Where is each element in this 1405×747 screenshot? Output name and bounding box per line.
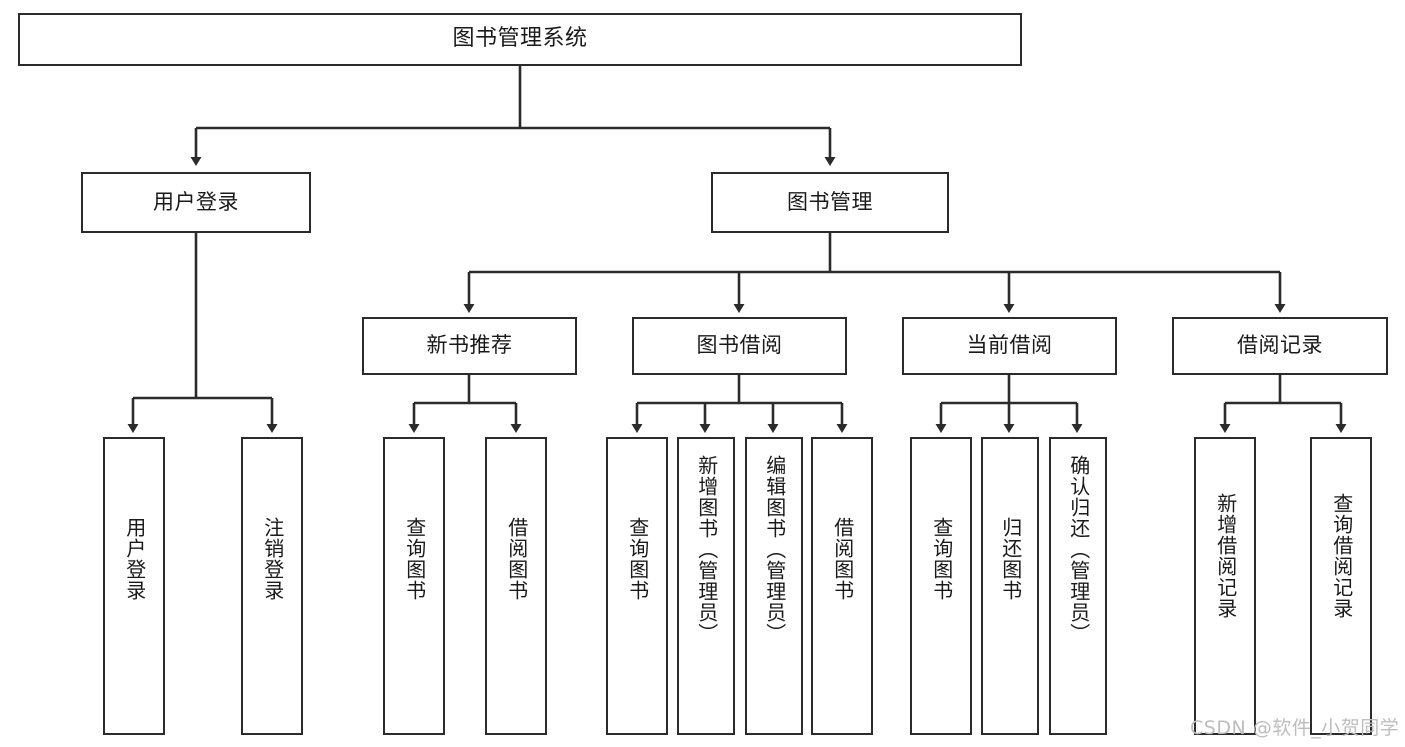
leaf-query-borrow-record[interactable]: 查询借阅记录 bbox=[1310, 437, 1372, 735]
node-borrowing-records-label: 借阅记录 bbox=[1237, 333, 1323, 358]
leaf-logout-label: 注销登录 bbox=[260, 517, 285, 601]
leaf-add-book-admin-label: 新增图书（管理员） bbox=[694, 455, 719, 644]
node-new-book-recommendation[interactable]: 新书推荐 bbox=[362, 317, 577, 375]
node-book-borrowing[interactable]: 图书借阅 bbox=[632, 317, 847, 375]
leaf-return-books[interactable]: 归还图书 bbox=[981, 437, 1039, 735]
node-book-management-label: 图书管理 bbox=[787, 189, 873, 214]
leaf-add-borrow-record-label: 新增借阅记录 bbox=[1213, 493, 1238, 619]
leaf-user-login[interactable]: 用户登录 bbox=[103, 437, 165, 735]
leaf-query-books-borrow[interactable]: 查询图书 bbox=[606, 437, 668, 735]
node-current-borrowing-label: 当前借阅 bbox=[966, 333, 1053, 358]
leaf-logout[interactable]: 注销登录 bbox=[241, 437, 303, 735]
leaf-borrow-books-borrow-label: 借阅图书 bbox=[830, 517, 855, 601]
node-book-management[interactable]: 图书管理 bbox=[711, 172, 949, 233]
node-current-borrowing[interactable]: 当前借阅 bbox=[902, 317, 1117, 375]
node-new-book-recommendation-label: 新书推荐 bbox=[426, 333, 513, 358]
leaf-query-books-current[interactable]: 查询图书 bbox=[910, 437, 972, 735]
leaf-borrow-books-newbooks-label: 借阅图书 bbox=[504, 517, 529, 601]
leaf-query-books-newbooks-label: 查询图书 bbox=[402, 517, 427, 601]
node-user-login[interactable]: 用户登录 bbox=[81, 172, 311, 233]
node-root[interactable]: 图书管理系统 bbox=[18, 13, 1022, 66]
leaf-return-books-label: 归还图书 bbox=[998, 517, 1023, 601]
leaf-confirm-return-admin-label: 确认归还（管理员） bbox=[1066, 455, 1091, 644]
node-borrowing-records[interactable]: 借阅记录 bbox=[1172, 317, 1388, 375]
leaf-user-login-label: 用户登录 bbox=[122, 517, 147, 601]
leaf-confirm-return-admin[interactable]: 确认归还（管理员） bbox=[1049, 437, 1107, 735]
node-user-login-label: 用户登录 bbox=[153, 189, 239, 214]
leaf-add-book-admin[interactable]: 新增图书（管理员） bbox=[677, 437, 735, 735]
leaf-borrow-books-borrow[interactable]: 借阅图书 bbox=[811, 437, 873, 735]
leaf-edit-book-admin[interactable]: 编辑图书（管理员） bbox=[745, 437, 803, 735]
leaf-add-borrow-record[interactable]: 新增借阅记录 bbox=[1194, 437, 1256, 735]
leaf-edit-book-admin-label: 编辑图书（管理员） bbox=[762, 455, 787, 644]
node-root-label: 图书管理系统 bbox=[452, 26, 588, 52]
leaf-query-borrow-record-label: 查询借阅记录 bbox=[1329, 493, 1354, 619]
node-book-borrowing-label: 图书借阅 bbox=[696, 333, 783, 358]
leaf-borrow-books-newbooks[interactable]: 借阅图书 bbox=[485, 437, 547, 735]
leaf-query-books-newbooks[interactable]: 查询图书 bbox=[383, 437, 445, 735]
leaf-query-books-borrow-label: 查询图书 bbox=[625, 517, 650, 601]
leaf-query-books-current-label: 查询图书 bbox=[929, 517, 954, 601]
